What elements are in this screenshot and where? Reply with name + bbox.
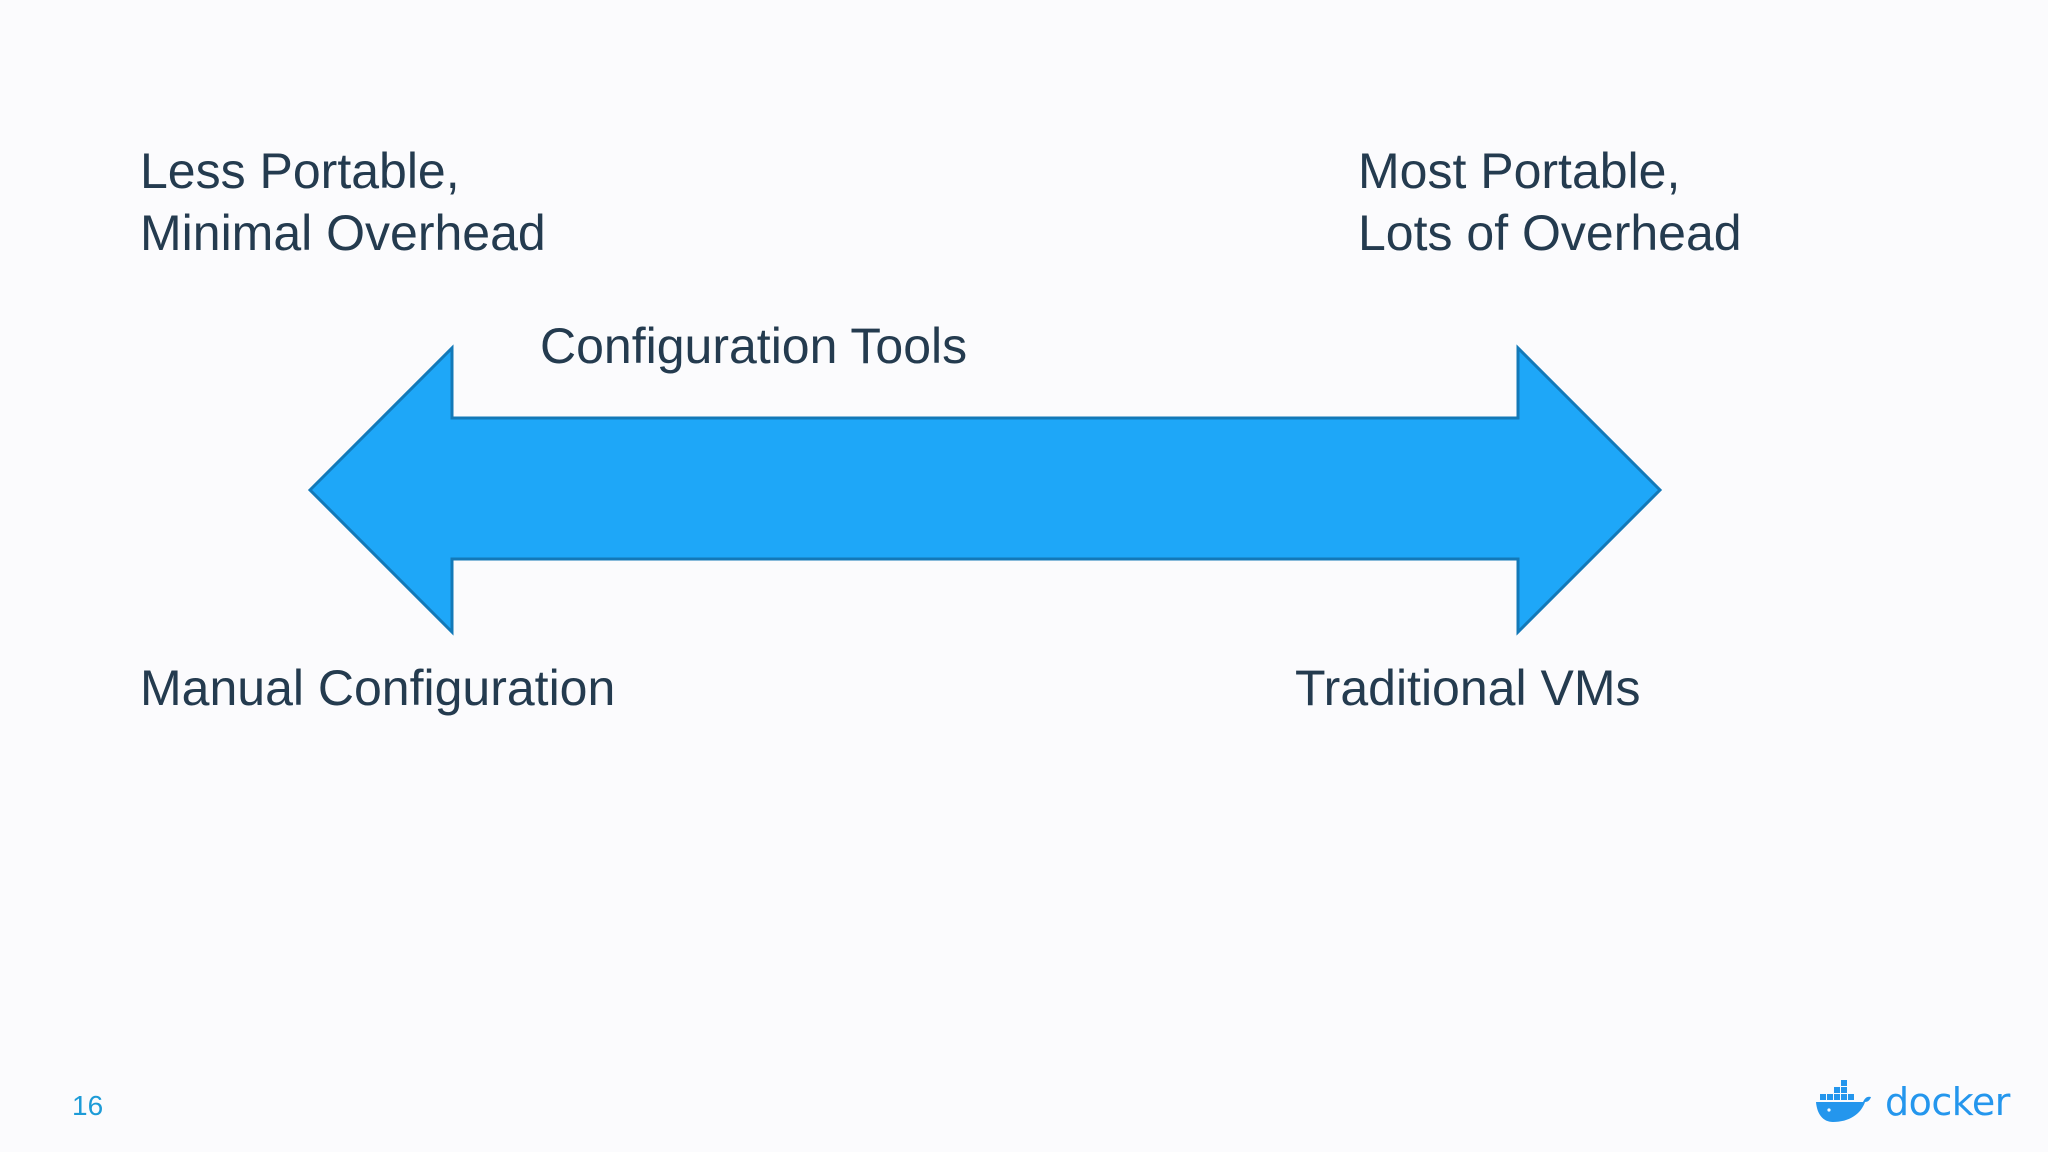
docker-wordmark: docker [1885, 1080, 2010, 1124]
label-line: Lots of Overhead [1358, 205, 1742, 261]
double-arrow-shape [307, 344, 1663, 636]
label-most-portable: Most Portable, Lots of Overhead [1358, 140, 1742, 264]
label-configuration-tools: Configuration Tools [540, 318, 968, 374]
page-number: 16 [72, 1090, 104, 1121]
label-manual-configuration: Manual Configuration [140, 660, 616, 716]
label-line: Less Portable, [140, 143, 460, 199]
docker-logo: docker [1815, 1080, 2010, 1124]
label-traditional-vms: Traditional VMs [1295, 660, 1641, 716]
label-line: Minimal Overhead [140, 205, 546, 261]
label-less-portable: Less Portable, Minimal Overhead [140, 140, 546, 264]
docker-whale-icon [1816, 1080, 1871, 1122]
label-line: Most Portable, [1358, 143, 1681, 199]
